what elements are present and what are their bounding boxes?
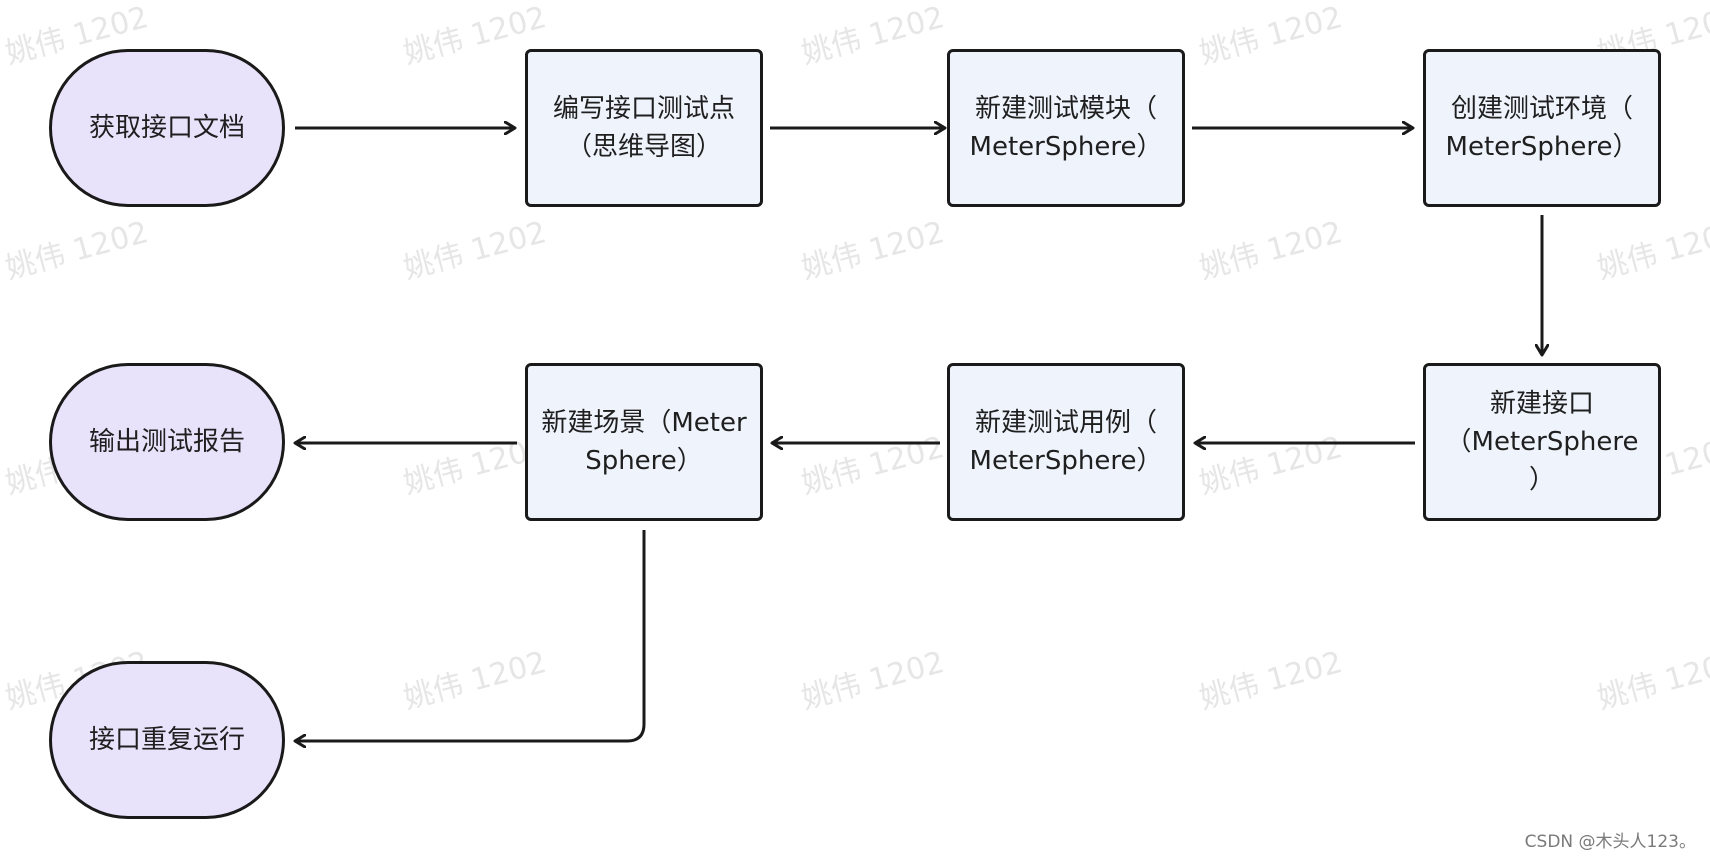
node-new-scene: 新建场景（Meter Sphere）	[525, 363, 763, 521]
node-new-test-case: 新建测试用例（ MeterSphere）	[947, 363, 1185, 521]
node-label: 新建场景（Meter Sphere）	[541, 408, 747, 476]
node-label: 编写接口测试点 （思维导图）	[552, 94, 735, 162]
node-output-report: 输出测试报告	[49, 363, 285, 521]
node-label: 接口重复运行	[88, 725, 245, 755]
node-write-test-points: 编写接口测试点 （思维导图）	[525, 49, 763, 207]
node-new-interface: 新建接口 （MeterSphere ）	[1423, 363, 1661, 521]
node-label: 创建测试环境（ MeterSphere）	[1445, 94, 1639, 162]
node-repeat-run: 接口重复运行	[49, 661, 285, 819]
node-new-test-module: 新建测试模块（ MeterSphere）	[947, 49, 1185, 207]
node-label: 新建接口 （MeterSphere ）	[1445, 389, 1639, 495]
node-get-api-doc: 获取接口文档	[49, 49, 285, 207]
arrow-new-scene-to-repeat-run	[295, 530, 646, 741]
node-label: 输出测试报告	[88, 427, 245, 457]
node-label: 新建测试用例（ MeterSphere）	[969, 408, 1163, 476]
node-create-test-env: 创建测试环境（ MeterSphere）	[1423, 49, 1661, 207]
csdn-credit: CSDN @木头人123。	[1524, 832, 1696, 852]
node-label: 获取接口文档	[88, 113, 245, 143]
node-label: 新建测试模块（ MeterSphere）	[969, 94, 1163, 162]
